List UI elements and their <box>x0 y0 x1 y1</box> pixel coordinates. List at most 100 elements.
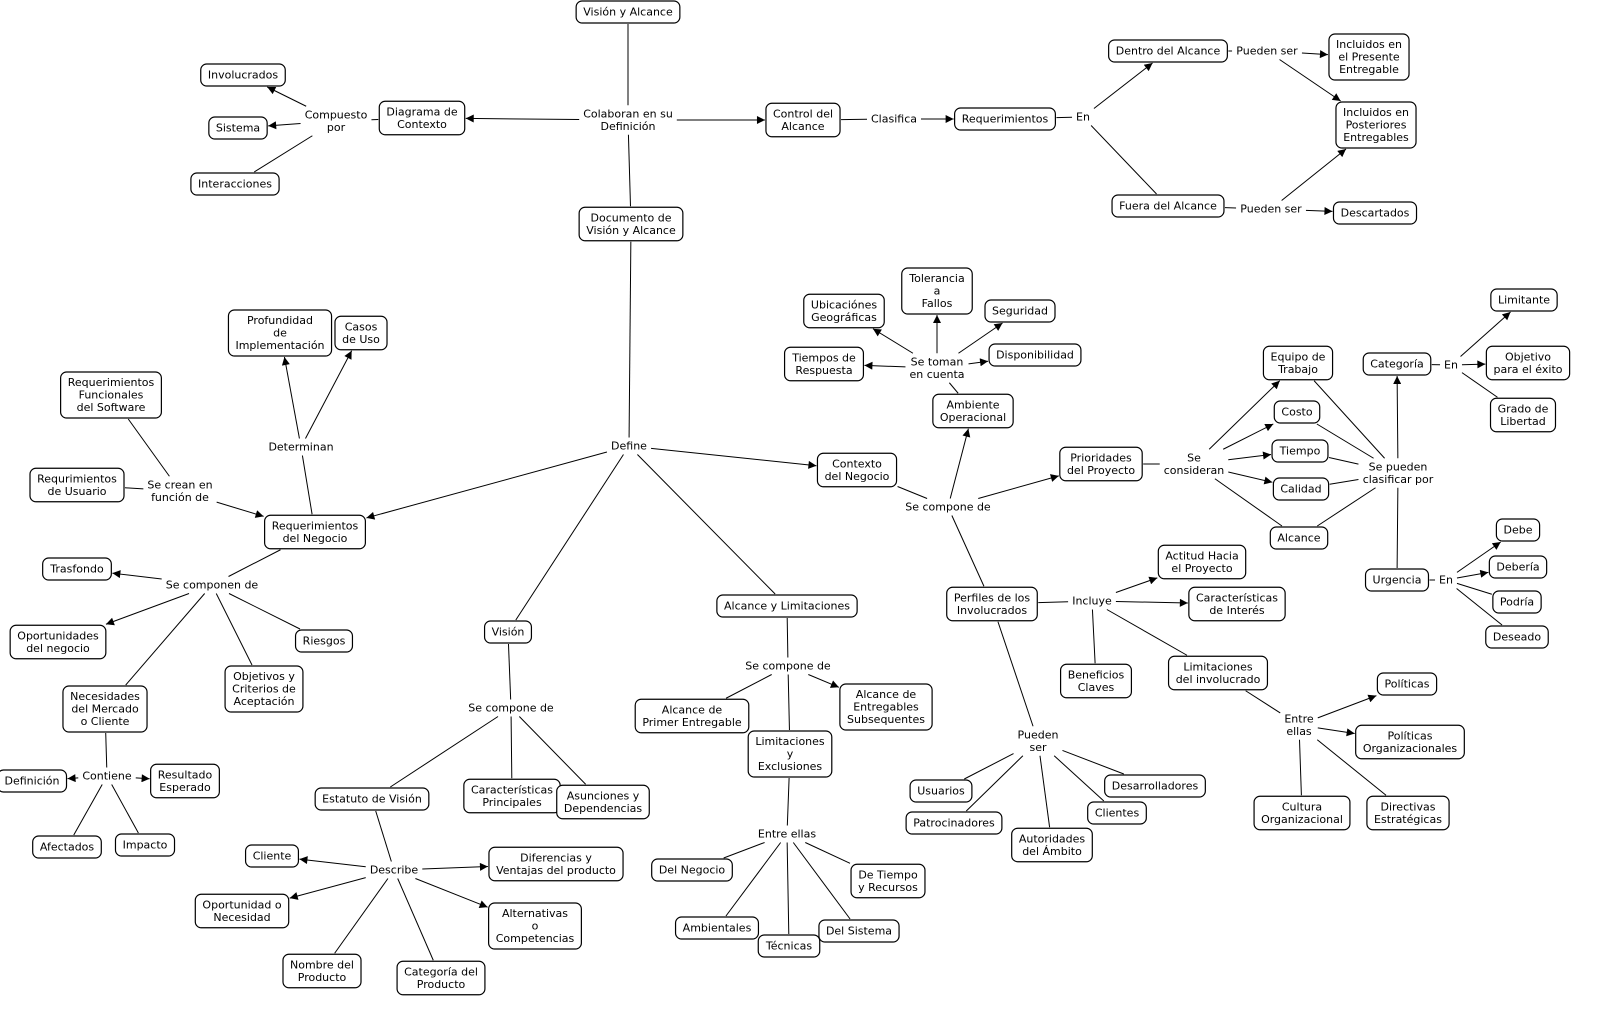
connector-l-incluye-to-actitud <box>1115 576 1158 593</box>
concept-box <box>1332 201 1418 225</box>
concept-deberia: Debería <box>1488 555 1548 579</box>
riesgos-text: Riesgos <box>303 635 346 648</box>
concept-box <box>716 594 858 618</box>
link-l-contiene: Contiene <box>80 768 134 784</box>
urgencia-text: Urgencia <box>1373 574 1422 587</box>
concept-box <box>1157 544 1247 580</box>
connector-perfiles-to-l-pueden-ser-inv <box>997 621 1034 727</box>
l-en-categoria-text: En <box>1444 359 1458 372</box>
link-label-bg <box>1360 459 1436 487</box>
concept-box <box>1335 101 1417 149</box>
connector-l-describe-to-alternativas <box>415 878 488 908</box>
descartados-text: Descartados <box>1341 207 1410 220</box>
connector-calidad-to-l-clasificar <box>1329 479 1359 485</box>
concept-box <box>1273 400 1321 424</box>
concept-box <box>29 467 125 503</box>
connector-l-pueden-ser-inv-to-desarrolladores <box>1062 749 1124 775</box>
connector-l-compuesto-to-interacciones <box>253 135 313 173</box>
concept-estatuto: Estatuto de Visión <box>314 787 430 811</box>
link-l-determinan: Determinan <box>266 439 336 455</box>
link-l-compone-alcance: Se compone de <box>743 658 833 674</box>
link-label-bg <box>1234 43 1300 59</box>
connector-l-incluye-to-beneficios <box>1091 609 1096 664</box>
sistema-text: Sistema <box>216 122 260 135</box>
disponibilidad-text: Disponibilidad <box>996 349 1074 362</box>
connector-l-compone-alcance-to-alcance-primer <box>725 674 772 699</box>
connector-l-describe-to-oportunidad-necesidad <box>289 877 366 900</box>
l-define-text: Define <box>611 440 647 453</box>
link-l-pueden-ser2: Pueden ser <box>1238 201 1304 217</box>
concept-box <box>1104 774 1206 798</box>
link-l-compone-vision: Se compone de <box>466 700 556 716</box>
connector-l-componen-to-objetivos <box>215 593 253 666</box>
concept-definicion: Definición <box>0 769 68 793</box>
link-label-bg <box>80 768 134 784</box>
deseado-text: Deseado <box>1493 631 1541 644</box>
concept-vision: Visión <box>483 620 533 644</box>
connector-l-toman-to-seguridad <box>958 322 1003 354</box>
link-label-bg <box>1238 201 1304 217</box>
connector-l-describe-to-cliente <box>299 856 366 868</box>
limitante-text: Limitante <box>1498 294 1550 307</box>
concept-tiempo: Tiempo <box>1271 439 1329 463</box>
connection-lines <box>67 24 1511 961</box>
connector-l-toman-to-ubicaciones <box>872 328 914 354</box>
concept-box <box>488 902 582 950</box>
connector-l-pueden-ser-inv-to-clientes <box>1053 755 1105 802</box>
l-componen-text: Se componen de <box>166 579 259 592</box>
link-l-entre-ellas1: Entre ellas <box>755 826 819 842</box>
connector-l-entre-ellas2-to-politicas-org <box>1317 727 1355 737</box>
connector-l-determinan-to-casos-uso <box>305 350 353 439</box>
link-label-bg <box>1161 450 1227 478</box>
concept-box <box>1262 345 1334 381</box>
concept-box <box>1495 518 1541 542</box>
connector-l-describe-to-diferencias <box>422 862 488 871</box>
link-label-bg <box>145 477 215 505</box>
link-label-bg <box>869 111 919 127</box>
link-label-bg <box>266 439 336 455</box>
del-sistema-text: Del Sistema <box>826 925 892 938</box>
connector-l-entre-ellas2-to-directivas <box>1316 739 1387 796</box>
connector-req-negocio-to-l-determinan <box>301 455 313 515</box>
concept-box <box>62 685 148 733</box>
connector-l-describe-to-categoria-producto <box>397 878 434 961</box>
fuera-alcance-text: Fuera del Alcance <box>1119 200 1217 213</box>
connector-l-entre-ellas1-to-de-tiempo <box>805 842 851 864</box>
connector-costo-to-l-clasificar <box>1316 423 1374 459</box>
link-l-clasifica: Clasifica <box>869 111 919 127</box>
connector-l-contiene-to-definicion <box>67 774 79 783</box>
connector-contexto-negocio-to-l-compone-contexto <box>897 486 928 499</box>
link-label-bg <box>743 658 833 674</box>
concept-box <box>1362 352 1432 376</box>
debe-text: Debe <box>1504 524 1533 537</box>
concept-sistema: Sistema <box>208 116 268 140</box>
concept-box <box>1087 801 1147 825</box>
link-label-bg <box>1015 727 1061 755</box>
l-entre-ellas1-text: Entre ellas <box>758 828 816 841</box>
link-label-bg <box>755 826 819 842</box>
concept-impacto: Impacto <box>114 833 176 857</box>
concept-descartados: Descartados <box>1332 201 1418 225</box>
vision-alcance-text: Visión y Alcance <box>583 6 673 19</box>
connector-l-entre-ellas1-to-ambientales <box>725 842 782 917</box>
connector-l-en-req-to-fuera-alcance <box>1090 125 1157 195</box>
requerimientos-text: Requerimientos <box>962 113 1049 126</box>
connector-l-pueden-ser1-to-incluidos-posteriores <box>1279 59 1341 102</box>
